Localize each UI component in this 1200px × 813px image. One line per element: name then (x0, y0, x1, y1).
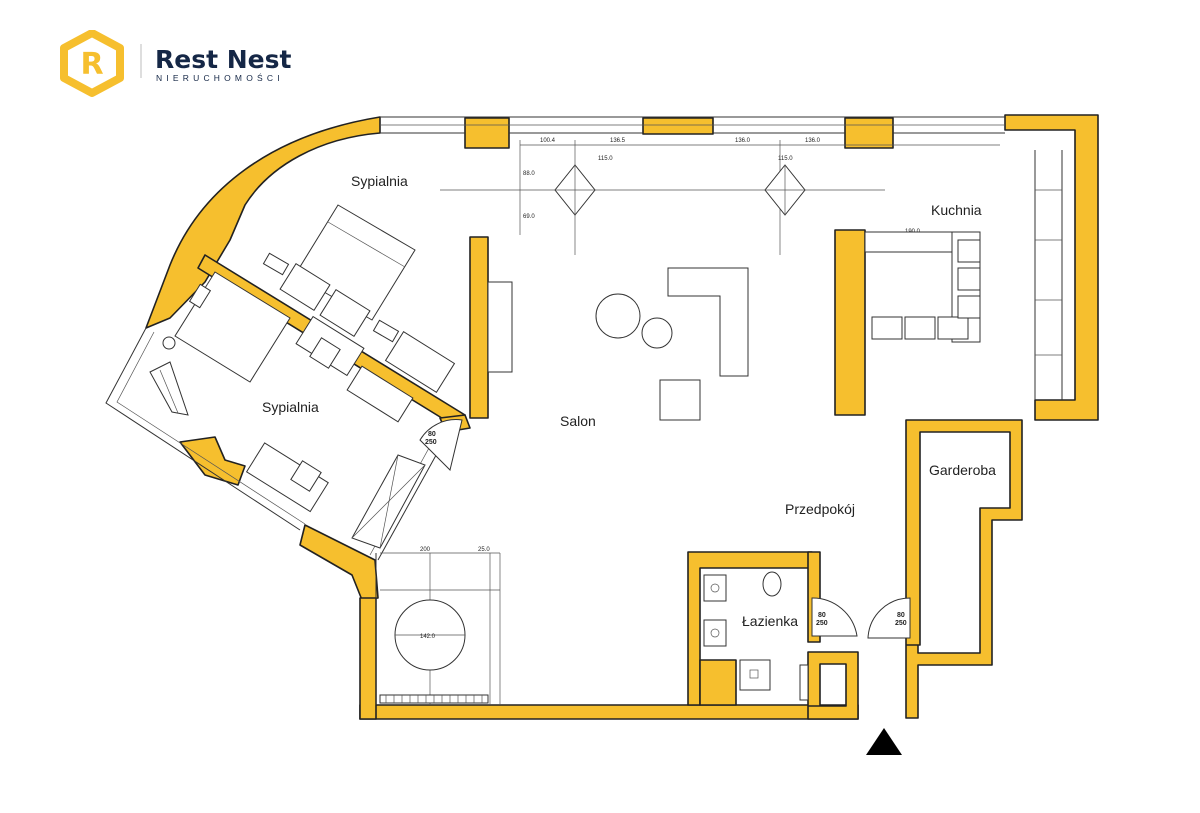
wall-left-bedroom-bottom (179, 436, 246, 486)
room-labels: Sypialnia Sypialnia Salon Kuchnia Garder… (262, 173, 996, 629)
label-kitchen: Kuchnia (931, 202, 982, 218)
sofa-corner (667, 267, 749, 377)
svg-text:250: 250 (816, 620, 828, 627)
svg-text:80: 80 (818, 612, 826, 619)
chair-left-1 (309, 337, 341, 369)
walls (105, 114, 1099, 720)
logo-hexagon-icon: R (60, 30, 124, 97)
brand-logo: R Rest Nest NIERUCHOMOŚCI (60, 30, 291, 97)
brand-name: Rest Nest (155, 45, 291, 74)
label-bathroom: Łazienka (742, 613, 798, 629)
wall-top-pillar-3 (844, 117, 894, 149)
label-wardrobe: Garderoba (929, 462, 996, 478)
svg-text:136.0: 136.0 (805, 138, 821, 144)
sink-2 (703, 619, 727, 647)
label-hall: Przedpokój (785, 501, 855, 517)
svg-text:142.0: 142.0 (420, 634, 436, 640)
label-bedroom-left: Sypialnia (262, 399, 319, 415)
wall-bathroom-closet (807, 651, 859, 720)
svg-text:250: 250 (425, 439, 437, 446)
furniture: 142.0 (149, 164, 981, 701)
svg-text:88.0: 88.0 (523, 171, 535, 177)
wall-wardrobe (905, 419, 1023, 719)
shower-tray (739, 659, 771, 691)
svg-text:80: 80 (428, 431, 436, 438)
toilet (762, 571, 782, 597)
svg-text:115.0: 115.0 (598, 156, 613, 162)
svg-text:136.0: 136.0 (735, 138, 751, 144)
brand-tagline: NIERUCHOMOŚCI (156, 72, 284, 83)
sideboard (487, 281, 513, 373)
wall-salon-left (469, 236, 489, 419)
table-round-1 (595, 293, 641, 339)
logo-letter: R (80, 47, 103, 82)
wall-bottom-left (359, 597, 377, 720)
wall-kitchen (834, 229, 866, 416)
svg-text:136.5: 136.5 (610, 138, 626, 144)
wall-top-pillar-1 (464, 117, 510, 149)
entrance-arrow-icon (866, 728, 902, 755)
svg-text:200: 200 (420, 547, 431, 553)
svg-text:69.0: 69.0 (523, 214, 535, 220)
svg-text:115.0: 115.0 (778, 156, 793, 162)
table-round-2 (641, 317, 673, 349)
door-bedroom (419, 419, 463, 471)
label-bedroom-top: Sypialnia (351, 173, 408, 189)
sink-1 (703, 574, 727, 602)
armchair (659, 379, 701, 421)
svg-text:250: 250 (895, 620, 907, 627)
svg-text:80: 80 (897, 612, 905, 619)
doors: 80 250 80 250 80 250 (419, 419, 911, 639)
wall-bathroom-floor-corner (699, 659, 737, 706)
wall-right (1004, 114, 1099, 421)
svg-text:100.4: 100.4 (540, 138, 556, 144)
svg-text:25.0: 25.0 (478, 547, 490, 553)
wall-bottom (359, 704, 859, 720)
chair-left-2 (290, 460, 322, 492)
label-living: Salon (560, 413, 596, 429)
door-entrance (867, 597, 911, 639)
wall-top-pillar-2 (642, 117, 714, 135)
door-bathroom (811, 597, 858, 637)
